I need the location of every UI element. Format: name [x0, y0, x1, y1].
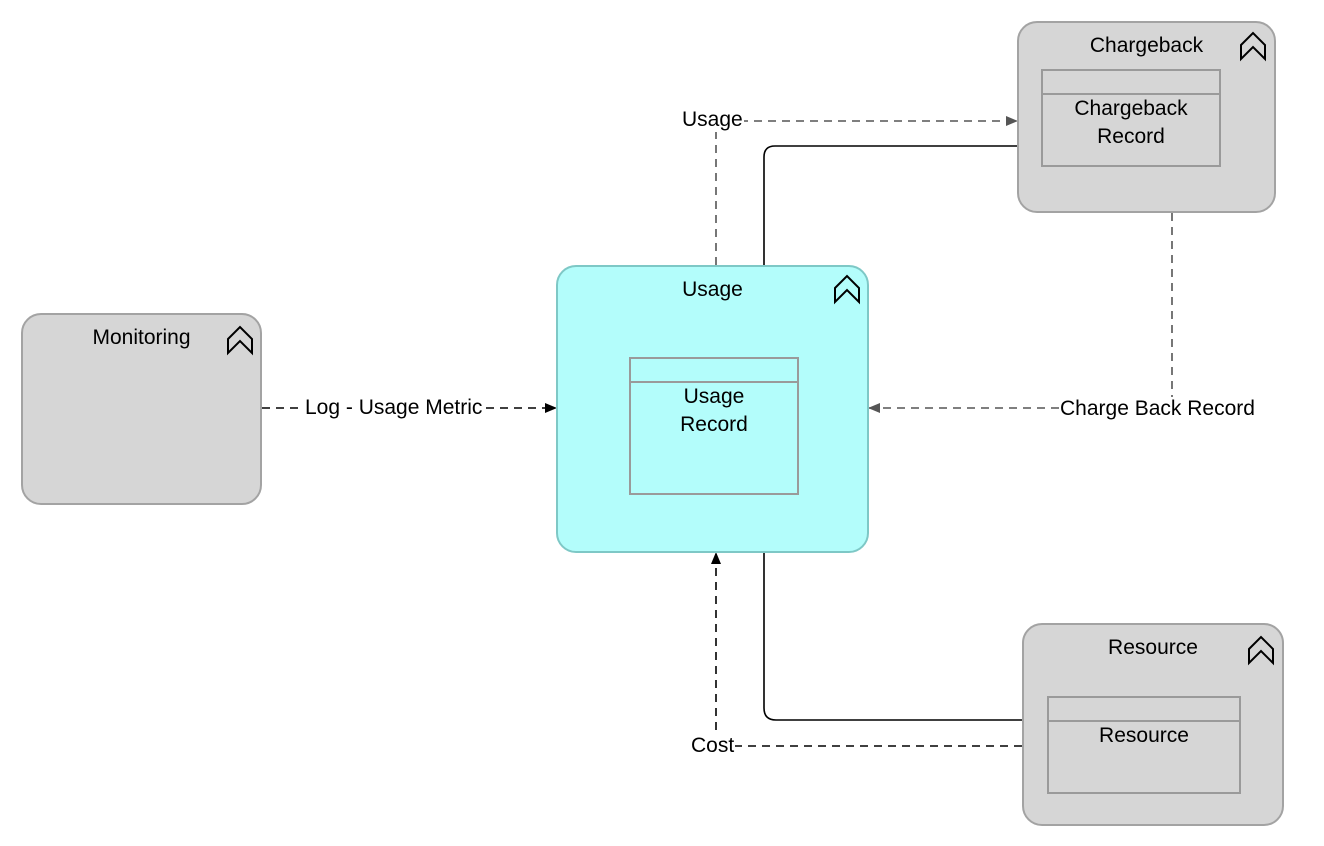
node-title: Monitoring	[92, 326, 191, 349]
resource-record-box[interactable]: Resource	[1047, 696, 1241, 794]
usage-record-label: Usage Record	[680, 385, 748, 436]
resource-record-label: Resource	[1099, 724, 1189, 747]
node-title: Usage	[682, 278, 743, 301]
chargeback-record-header-bar	[1043, 71, 1219, 95]
collapse-chevron-icon[interactable]	[1238, 29, 1268, 63]
edge-cost[interactable]	[711, 552, 1022, 747]
node-usage[interactable]: Usage Usage Record	[556, 265, 869, 553]
collapse-chevron-icon[interactable]	[225, 323, 255, 357]
resource-record-header-bar	[1049, 698, 1239, 722]
edge-usage-to-chargeback[interactable]	[715, 116, 1018, 265]
node-chargeback[interactable]: Chargeback Chargeback Record	[1017, 21, 1276, 213]
association-usage-chargeback[interactable]	[763, 145, 1042, 357]
collapse-chevron-icon[interactable]	[1246, 633, 1276, 667]
edge-label-charge-back-record: Charge Back Record	[1059, 397, 1256, 421]
edge-charge-back-record[interactable]	[868, 213, 1173, 413]
edge-label-cost: Cost	[690, 734, 736, 758]
node-title: Chargeback	[1089, 34, 1204, 57]
usage-record-header-bar	[631, 359, 797, 383]
usage-record-box[interactable]: Usage Record	[629, 357, 799, 495]
chargeback-record-box[interactable]: Chargeback Record	[1041, 69, 1221, 167]
node-title: Resource	[1108, 636, 1198, 659]
node-resource[interactable]: Resource Resource	[1022, 623, 1284, 826]
edge-label-usage: Usage	[681, 108, 744, 132]
edge-label-log-usage-metric: Log - Usage Metric	[304, 396, 484, 420]
association-usage-resource[interactable]	[763, 493, 1047, 721]
node-monitoring[interactable]: Monitoring	[21, 313, 262, 505]
collapse-chevron-icon[interactable]	[832, 272, 862, 306]
chargeback-record-label: Chargeback Record	[1074, 97, 1188, 148]
